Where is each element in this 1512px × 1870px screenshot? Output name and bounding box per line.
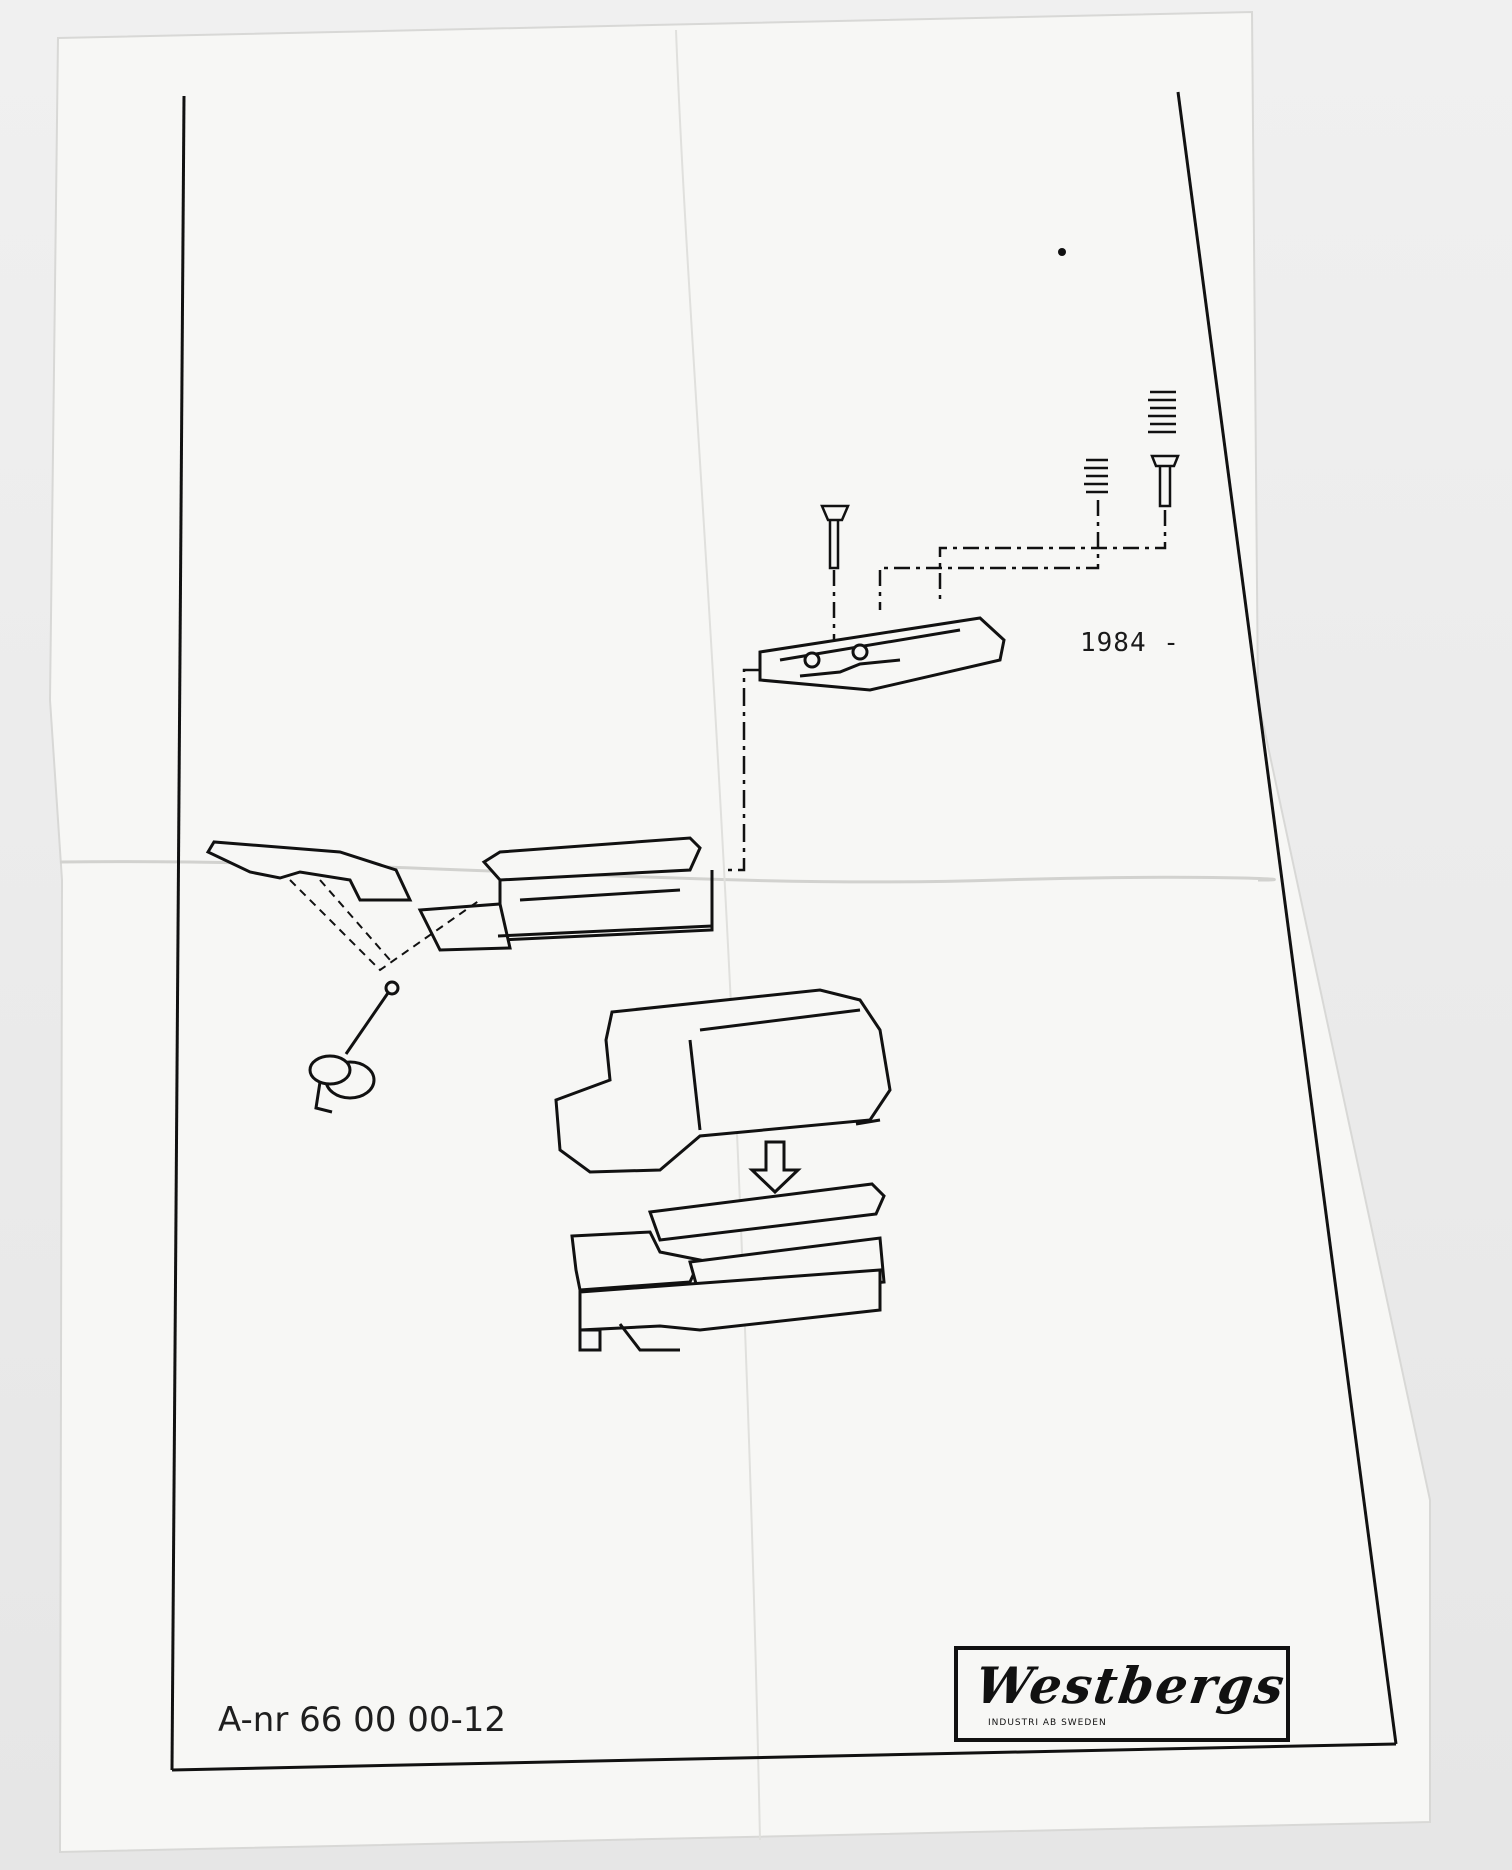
logo-wordmark: Westbergs bbox=[971, 1656, 1290, 1715]
rail-assembly bbox=[205, 836, 714, 952]
oil-can bbox=[308, 980, 400, 1114]
leader-right bbox=[938, 510, 1167, 600]
down-arrow-icon bbox=[748, 1140, 802, 1195]
handle-bracket-part bbox=[758, 616, 1006, 692]
brand-logo: Westbergs INDUSTRI AB SWEDEN bbox=[954, 1646, 1290, 1742]
logo-subtitle: INDUSTRI AB SWEDEN bbox=[988, 1718, 1107, 1728]
leader-down bbox=[728, 668, 760, 872]
speck bbox=[1058, 248, 1066, 256]
spring-right bbox=[1148, 390, 1176, 434]
dashed-leaders-middle bbox=[289, 879, 481, 972]
vertical-fold bbox=[675, 29, 761, 1841]
paper bbox=[48, 10, 1431, 1854]
year-label: 1984 - bbox=[1080, 628, 1180, 658]
assembled-rail bbox=[570, 1182, 886, 1352]
leader-left bbox=[878, 500, 1100, 610]
screw-right bbox=[1150, 454, 1180, 508]
spring-left bbox=[1084, 458, 1108, 494]
screw-spring-group bbox=[820, 390, 1180, 640]
screw-center bbox=[820, 504, 850, 570]
border-frame bbox=[170, 91, 1398, 1772]
motor-housing bbox=[554, 988, 892, 1174]
article-number: A-nr 66 00 00-12 bbox=[218, 1700, 507, 1740]
